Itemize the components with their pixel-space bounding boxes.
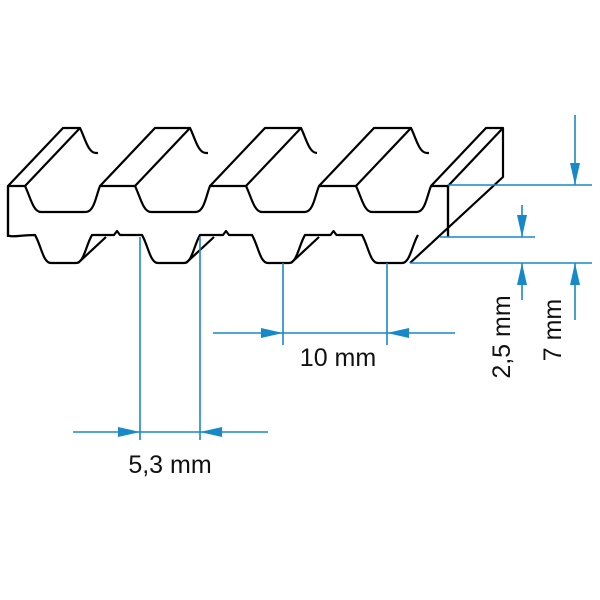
total-thickness-label: 7 mm (539, 299, 567, 362)
dimension-arrows (118, 163, 580, 437)
tooth-top-face (7, 126, 82, 187)
belt-right-end (409, 128, 505, 264)
groove-back-edge (79, 127, 98, 155)
groove-back-edge (300, 127, 318, 155)
arrowhead (118, 427, 140, 437)
double-sided-timing-belt (6, 126, 505, 265)
arrowhead (570, 163, 580, 185)
tooth-height-label: 2,5 mm (488, 295, 516, 378)
tooth-top-face (209, 126, 303, 187)
dimension-lines (73, 115, 592, 440)
tooth-top-face (430, 126, 505, 187)
tooth-width-label: 5,3 mm (128, 451, 211, 479)
belt-bottom-profile (6, 186, 419, 265)
pitch-label: 10 mm (300, 344, 376, 372)
bottom-tooth-depth-edge (77, 236, 107, 264)
arrowhead (570, 263, 580, 285)
belt-front-top-profile (6, 184, 450, 237)
groove-back-edge (410, 127, 429, 155)
tooth-top-face (318, 126, 413, 187)
tooth-top-face (99, 126, 192, 187)
arrowhead (517, 263, 527, 285)
arrowhead (387, 328, 409, 338)
bottom-tooth-depth-edge (290, 236, 320, 264)
arrowhead (200, 427, 222, 437)
arrowhead (261, 328, 283, 338)
groove-back-edge (189, 127, 208, 155)
arrowhead (517, 215, 527, 237)
